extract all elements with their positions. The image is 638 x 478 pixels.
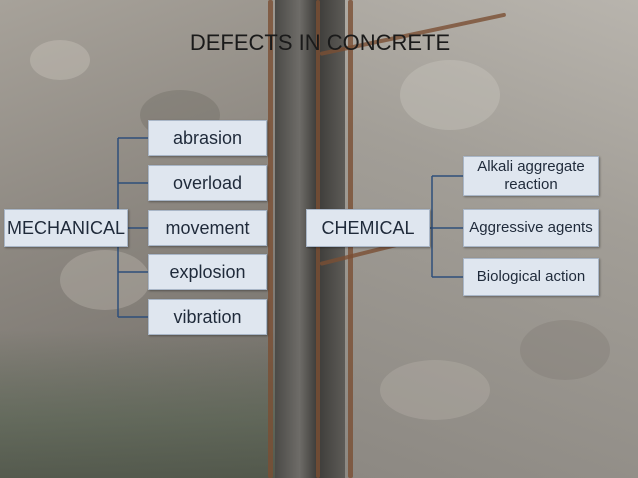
chemical-child-biological-action: Biological action xyxy=(463,258,599,296)
slide-title: DEFECTS IN CONCRETE xyxy=(189,30,451,55)
stone-texture xyxy=(60,250,150,310)
mechanical-child-overload: overload xyxy=(148,165,267,201)
mechanical-child-vibration: vibration xyxy=(148,299,267,335)
rebar xyxy=(268,0,273,478)
mechanical-node: MECHANICAL xyxy=(4,209,128,247)
stone-texture xyxy=(380,360,490,420)
stone-texture xyxy=(30,40,90,80)
chemical-child-aggressive-agents: Aggressive agents xyxy=(463,209,599,247)
stone-texture xyxy=(400,60,500,130)
chemical-node: CHEMICAL xyxy=(306,209,430,247)
chemical-child-alkali-aggregate-reaction: Alkali aggregate reaction xyxy=(463,156,599,196)
mechanical-child-abrasion: abrasion xyxy=(148,120,267,156)
mechanical-child-movement: movement xyxy=(148,210,267,246)
ground-shadow xyxy=(0,330,275,478)
stone-texture xyxy=(520,320,610,380)
mechanical-child-explosion: explosion xyxy=(148,254,267,290)
